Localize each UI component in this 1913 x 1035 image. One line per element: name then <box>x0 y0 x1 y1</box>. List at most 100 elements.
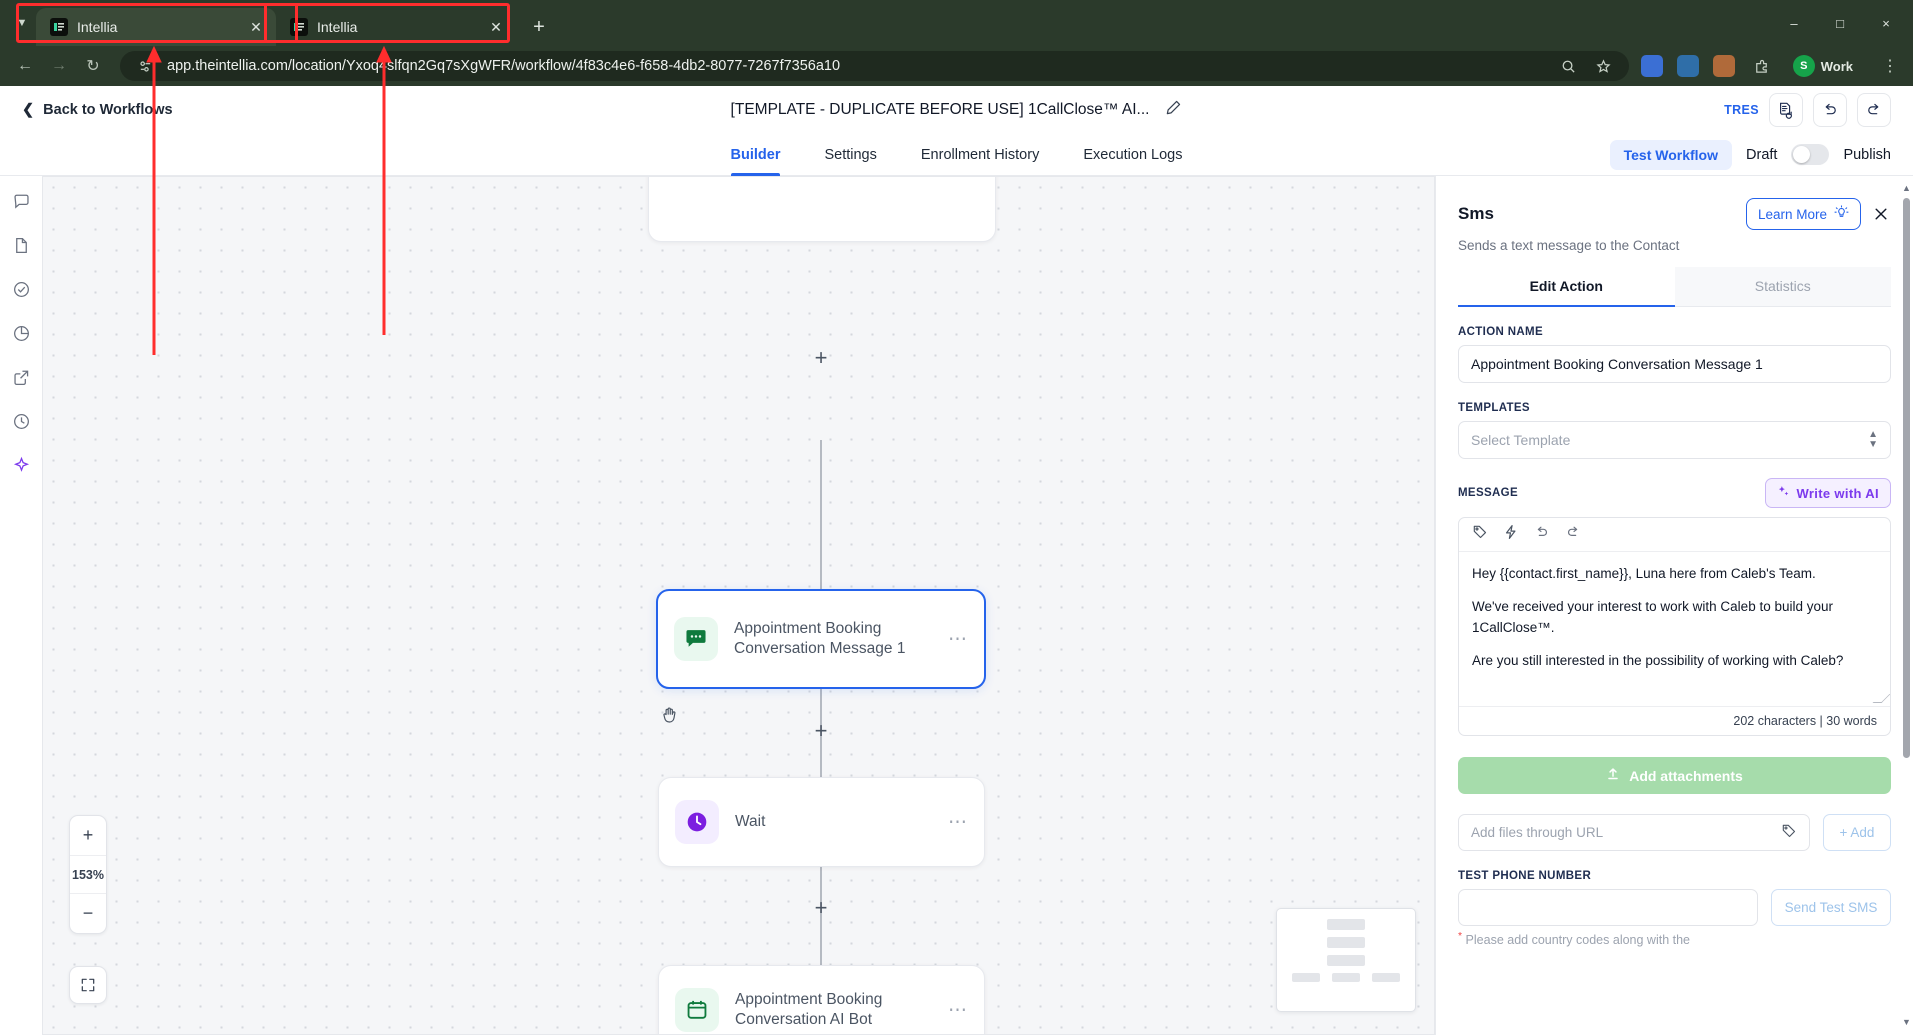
write-with-ai-label: Write with AI <box>1796 485 1879 501</box>
action-settings-panel: Sms Learn More Sends a text message <box>1435 176 1913 1035</box>
panel-subtitle: Sends a text message to the Contact <box>1458 238 1680 253</box>
send-test-sms-button[interactable]: Send Test SMS <box>1771 889 1891 926</box>
address-bar[interactable]: app.theintellia.com/location/Yxoq4slfqn2… <box>120 51 1629 81</box>
upload-icon <box>1606 767 1620 784</box>
extensions-icon[interactable] <box>1749 53 1775 79</box>
close-icon[interactable]: ✕ <box>250 18 262 35</box>
bookmark-star-icon[interactable] <box>1591 53 1617 79</box>
test-phone-note-text: Please add country codes along with the <box>1465 933 1690 948</box>
extension-orange-icon[interactable] <box>1712 55 1735 77</box>
browser-tab-2[interactable]: Intellia ✕ <box>276 8 516 46</box>
chevron-left-icon: ❮ <box>22 102 35 118</box>
workflow-node-wait[interactable]: Wait ⋯ <box>658 777 985 867</box>
message-textarea[interactable]: Hey {{contact.first_name}}, Luna here fr… <box>1459 552 1890 706</box>
test-workflow-button[interactable]: Test Workflow <box>1609 139 1733 170</box>
lightbulb-icon <box>1834 205 1849 223</box>
file-url-input[interactable]: Add files through URL <box>1458 814 1810 851</box>
scrollbar-thumb[interactable] <box>1903 198 1910 758</box>
extension-teal-icon[interactable] <box>1676 55 1699 77</box>
redo-icon[interactable] <box>1565 524 1581 545</box>
extension-puzzle-blue-icon[interactable] <box>1640 55 1663 77</box>
browser-tab-title: Intellia <box>77 19 118 35</box>
fit-screen-icon[interactable] <box>69 966 107 1004</box>
scroll-down-icon[interactable]: ▼ <box>1902 1017 1911 1027</box>
workflow-node-sms[interactable]: Appointment Booking Conversation Message… <box>656 589 986 689</box>
lightning-icon[interactable] <box>1503 524 1519 545</box>
add-step-button-1[interactable]: + <box>814 345 828 370</box>
browser-toolbar: ← → ↻ app.theintellia.com/location/Yxoq4… <box>0 46 1913 86</box>
chat-bubble-icon[interactable] <box>8 188 34 214</box>
undo-icon[interactable] <box>1534 524 1550 545</box>
publish-toggle[interactable] <box>1791 144 1830 165</box>
menu-kebab-icon[interactable]: ⋮ <box>1882 58 1898 75</box>
panel-tab-statistics[interactable]: Statistics <box>1674 267 1891 307</box>
message-label-row: MESSAGE Write with AI <box>1458 478 1891 508</box>
action-name-input[interactable]: Appointment Booking Conversation Message… <box>1458 345 1891 383</box>
header-actions: TRES <box>1724 93 1891 127</box>
window-close-icon[interactable]: × <box>1882 15 1890 31</box>
reload-icon[interactable]: ↻ <box>86 58 100 75</box>
panel-tab-edit-action[interactable]: Edit Action <box>1458 267 1675 307</box>
add-step-button-2[interactable]: + <box>814 718 828 743</box>
publish-label: Publish <box>1843 146 1891 163</box>
pencil-icon[interactable] <box>1165 99 1182 121</box>
tab-search-chevron-icon[interactable]: ▼ <box>16 17 28 29</box>
zoom-in-button[interactable]: + <box>82 825 94 845</box>
zoom-out-button[interactable]: − <box>82 903 94 923</box>
panel-scrollbar[interactable]: ▲ ▼ <box>1902 183 1911 1027</box>
pie-chart-icon[interactable] <box>8 320 34 346</box>
back-to-workflows-link[interactable]: ❮ Back to Workflows <box>22 102 173 118</box>
document-icon[interactable] <box>8 232 34 258</box>
redo-icon[interactable] <box>1857 93 1891 127</box>
account-label: TRES <box>1724 103 1759 117</box>
workflow-tabs: Builder Settings Enrollment History Exec… <box>0 134 1913 176</box>
profile-chip[interactable]: S Work <box>1789 52 1863 80</box>
tab-builder[interactable]: Builder <box>730 134 780 176</box>
close-icon[interactable] <box>1871 206 1891 222</box>
test-phone-input[interactable] <box>1458 889 1758 926</box>
add-attachments-button[interactable]: Add attachments <box>1458 757 1891 794</box>
panel-tabs: Edit Action Statistics <box>1458 267 1891 307</box>
minimap-block <box>1331 973 1360 982</box>
node-menu-dots-icon[interactable]: ⋯ <box>948 999 968 1021</box>
learn-more-button[interactable]: Learn More <box>1745 198 1861 230</box>
resize-grip-icon[interactable] <box>1872 694 1890 703</box>
add-file-url-button[interactable]: + Add <box>1823 814 1891 851</box>
tab-enrollment-history[interactable]: Enrollment History <box>920 146 1040 163</box>
clock-history-icon[interactable] <box>8 408 34 434</box>
back-icon[interactable]: ← <box>17 57 33 74</box>
tag-icon[interactable] <box>1781 823 1797 842</box>
workflow-title-group: [TEMPLATE - DUPLICATE BEFORE USE] 1CallC… <box>0 99 1913 121</box>
minimize-icon[interactable]: – <box>1790 15 1798 31</box>
search-icon[interactable] <box>1556 53 1582 79</box>
node-menu-dots-icon[interactable]: ⋯ <box>948 628 968 650</box>
tab-execution-logs[interactable]: Execution Logs <box>1083 146 1183 163</box>
node-menu-dots-icon[interactable]: ⋯ <box>948 811 968 833</box>
site-settings-icon[interactable] <box>132 53 158 79</box>
minimap-block <box>1371 973 1400 982</box>
undo-icon[interactable] <box>1813 93 1847 127</box>
write-with-ai-button[interactable]: Write with AI <box>1765 478 1891 508</box>
sparkle-ai-icon[interactable] <box>8 452 34 478</box>
document-refresh-icon[interactable] <box>1769 93 1803 127</box>
tab-settings[interactable]: Settings <box>824 146 877 163</box>
scroll-up-icon[interactable]: ▲ <box>1902 183 1911 193</box>
canvas-minimap[interactable] <box>1276 908 1416 1012</box>
new-tab-button[interactable]: + <box>533 15 545 38</box>
partial-node-top[interactable] <box>648 177 996 242</box>
intellia-favicon <box>50 18 68 36</box>
message-editor[interactable]: Hey {{contact.first_name}}, Luna here fr… <box>1458 517 1891 736</box>
forward-icon[interactable]: → <box>51 57 67 74</box>
check-circle-icon[interactable] <box>8 276 34 302</box>
maximize-icon[interactable]: □ <box>1836 15 1844 31</box>
add-step-button-3[interactable]: + <box>814 895 828 920</box>
workflow-canvas[interactable]: + Appointment Booking Conversation Messa… <box>42 176 1435 1035</box>
workflow-node-ai-bot[interactable]: Appointment Booking Conversation AI Bot … <box>658 965 985 1034</box>
external-link-icon[interactable] <box>8 364 34 390</box>
template-select[interactable]: Select Template ▲▼ <box>1458 421 1891 459</box>
close-icon[interactable]: ✕ <box>490 18 502 35</box>
tag-icon[interactable] <box>1472 524 1488 545</box>
test-phone-label: TEST PHONE NUMBER <box>1458 870 1592 882</box>
browser-tab-1[interactable]: Intellia ✕ <box>36 8 276 46</box>
panel-title: Sms <box>1458 204 1494 223</box>
